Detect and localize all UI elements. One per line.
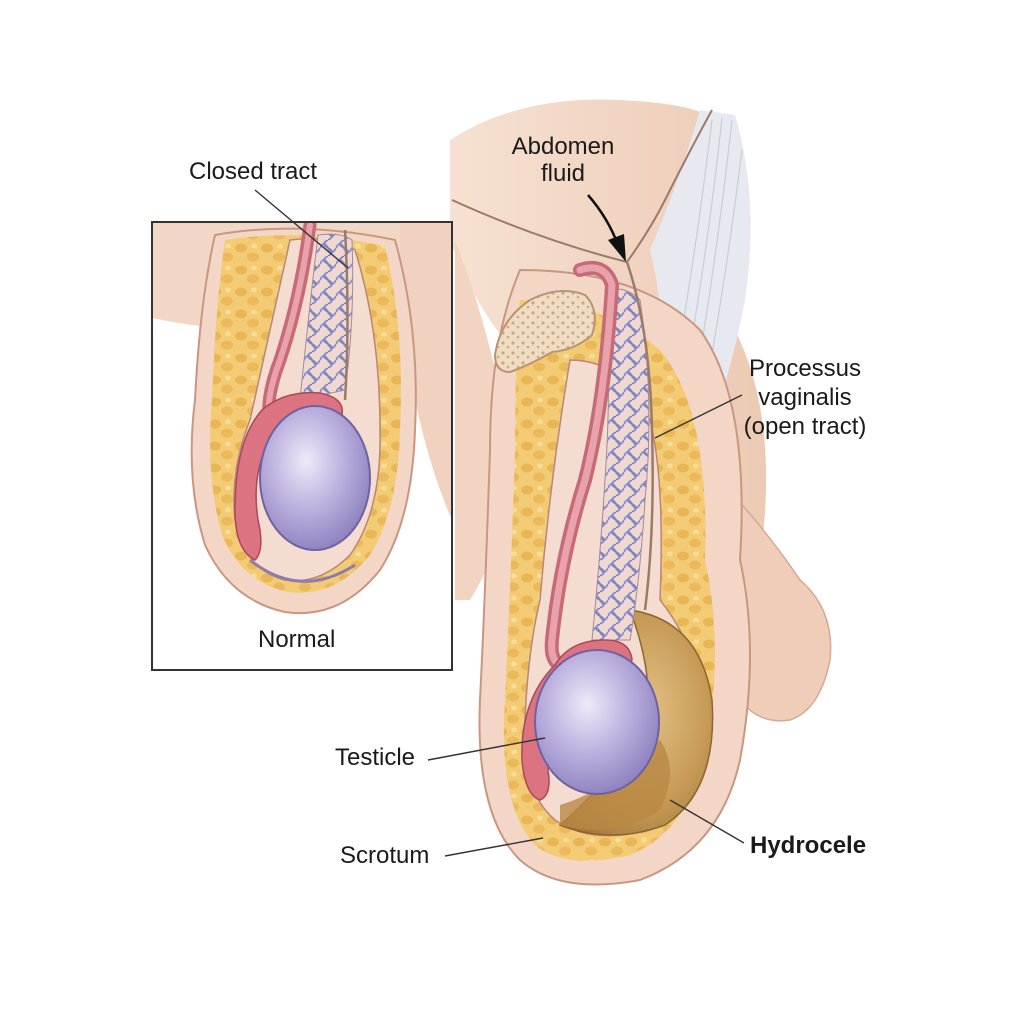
label-processus-line1: Processus <box>748 355 862 382</box>
leader-closed-tract <box>254 189 349 269</box>
main-testicle <box>534 649 660 795</box>
label-abdomen-line1: Abdomen <box>511 133 615 160</box>
leader-testicle <box>427 737 546 761</box>
inset-frame <box>151 221 453 671</box>
label-processus-line2: vaginalis <box>758 384 852 411</box>
leader-lines <box>254 189 745 857</box>
main-vas-highlight <box>548 264 616 669</box>
label-testicle: Testicle <box>335 744 416 771</box>
label-abdomen-line2: fluid <box>540 160 586 187</box>
processus-vaginalis-tract <box>625 261 654 611</box>
leader-scrotum <box>444 837 544 857</box>
inset-thigh <box>400 222 452 520</box>
leader-hydrocele <box>669 799 745 844</box>
leader-processus <box>654 394 743 439</box>
inset-closed-tract <box>343 229 349 401</box>
main-anatomy <box>450 99 832 886</box>
label-hydrocele: Hydrocele <box>750 832 867 859</box>
inset-vas-highlight <box>265 222 313 423</box>
label-closed-tract: Closed tract <box>189 158 318 185</box>
label-processus-line3: (open tract) <box>743 413 867 440</box>
inset-normal <box>151 221 453 671</box>
label-normal: Normal <box>258 626 336 653</box>
fluid-arrow <box>587 194 626 262</box>
label-scrotum: Scrotum <box>340 842 430 869</box>
peritoneum-line <box>451 109 713 264</box>
inset-tunica-edge <box>249 558 356 583</box>
inset-testicle <box>259 405 371 551</box>
pubic-bone <box>493 290 596 374</box>
